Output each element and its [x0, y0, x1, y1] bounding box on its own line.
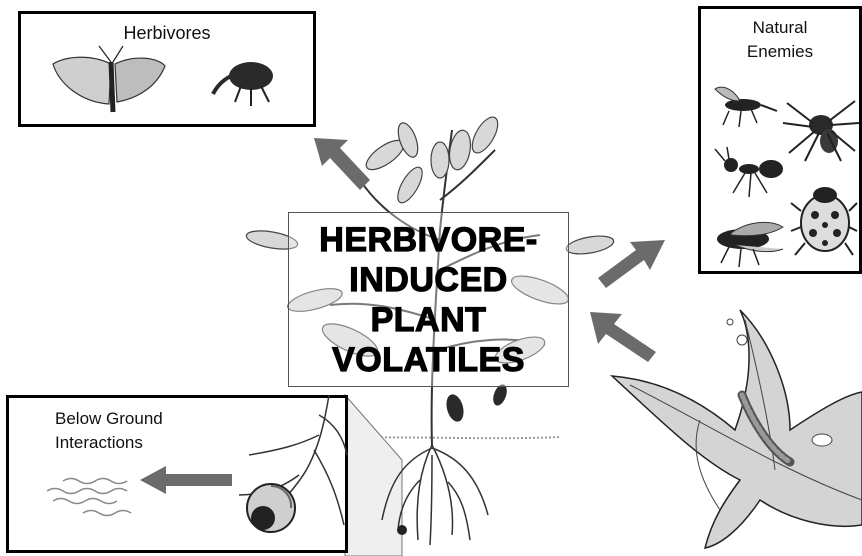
arrow-to-below-ground: [0, 0, 862, 556]
